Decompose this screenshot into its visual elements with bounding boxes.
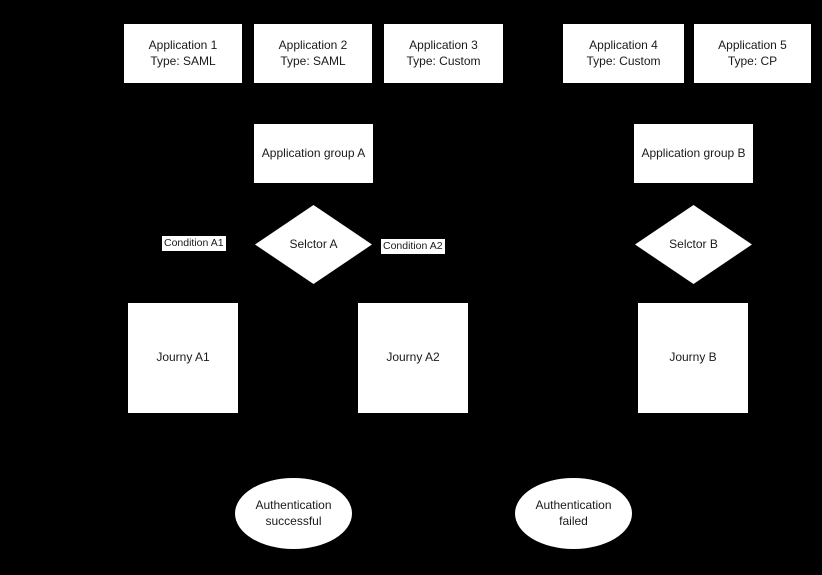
application-group-a-box[interactable]: Application group A xyxy=(254,124,373,183)
selector-a-diamond[interactable]: Selctor A xyxy=(255,205,372,284)
application-box-3[interactable]: Application 3 Type: Custom xyxy=(384,24,503,83)
condition-a2-label[interactable]: Condition A2 xyxy=(381,239,445,254)
application-group-b-box[interactable]: Application group B xyxy=(634,124,753,183)
application-box-5[interactable]: Application 5 Type: CP xyxy=(694,24,811,83)
application-box-1[interactable]: Application 1 Type: SAML xyxy=(124,24,242,83)
application-box-4[interactable]: Application 4 Type: Custom xyxy=(563,24,684,83)
selector-a-label: Selctor A xyxy=(289,236,338,251)
selector-b-diamond[interactable]: Selctor B xyxy=(635,205,752,284)
journey-b-box[interactable]: Journy B xyxy=(638,303,748,413)
outcome-authentication-failed[interactable]: Authentication failed xyxy=(515,478,632,549)
journey-a2-box[interactable]: Journy A2 xyxy=(358,303,468,413)
condition-a1-label[interactable]: Condition A1 xyxy=(162,236,226,251)
application-box-2[interactable]: Application 2 Type: SAML xyxy=(254,24,372,83)
journey-a1-box[interactable]: Journy A1 xyxy=(128,303,238,413)
outcome-authentication-successful[interactable]: Authentication successful xyxy=(235,478,352,549)
selector-b-label: Selctor B xyxy=(669,236,718,251)
